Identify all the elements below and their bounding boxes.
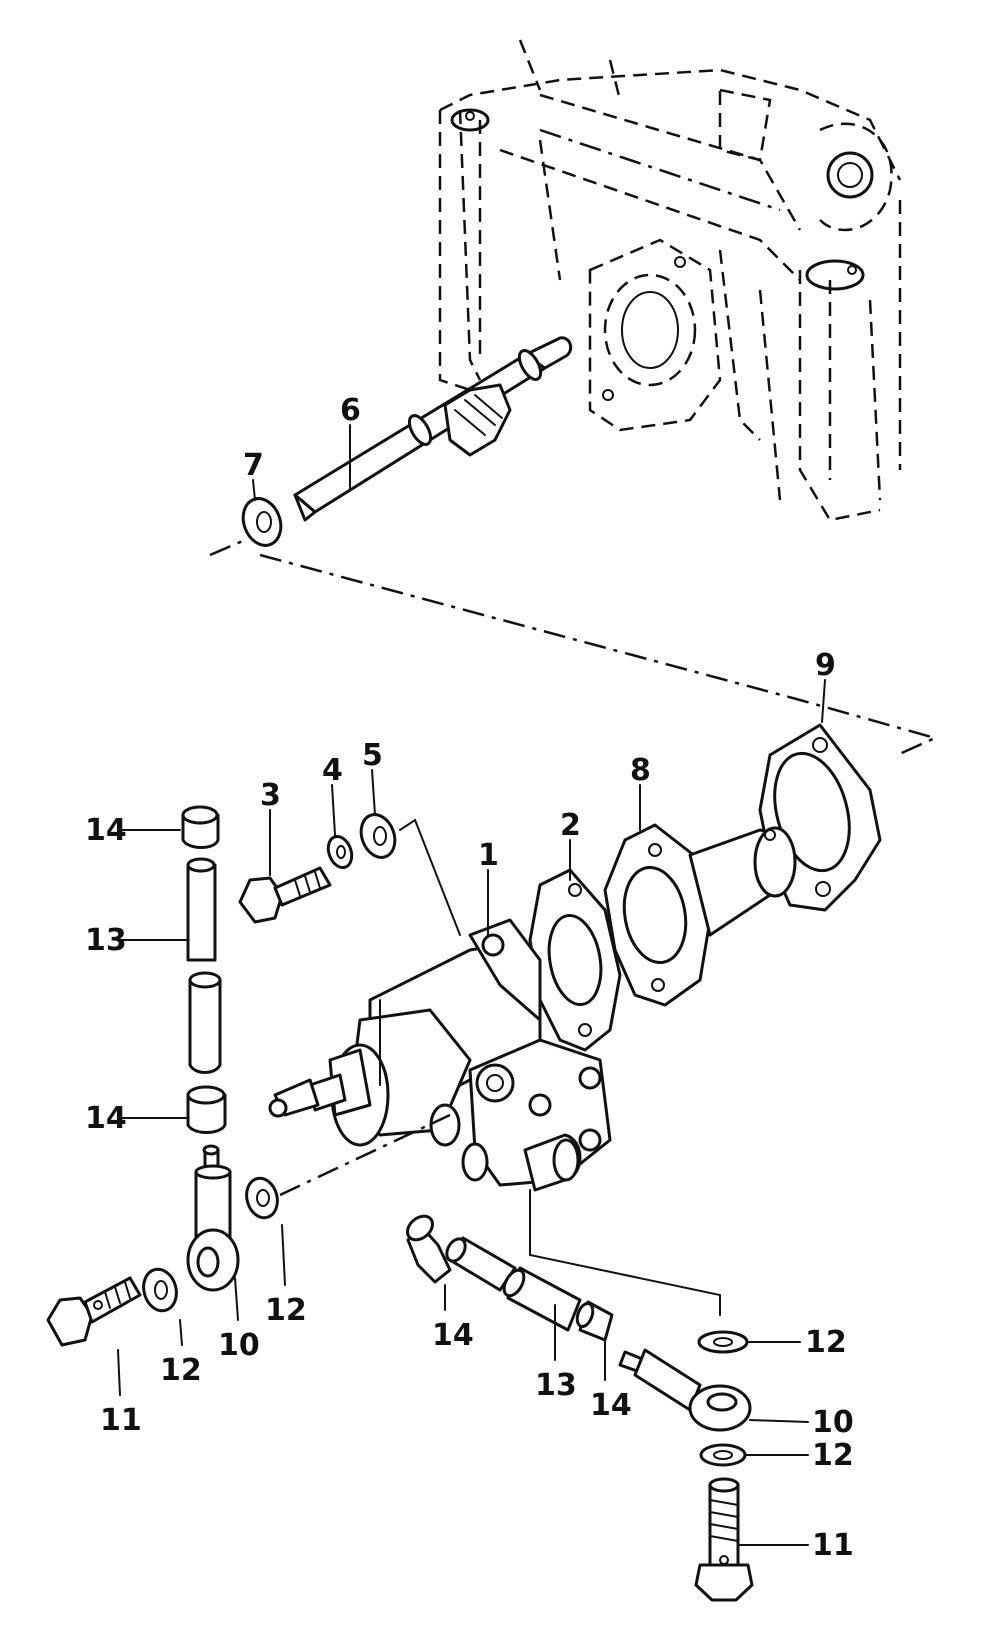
callout-8: 8 <box>630 753 651 788</box>
drive-shaft-gear <box>293 336 573 522</box>
callout-14-top: 14 <box>85 813 127 848</box>
bolt-3 <box>238 866 332 924</box>
callout-13-left: 13 <box>85 923 127 958</box>
callout-3: 3 <box>260 778 281 813</box>
callout-12-right-bottom: 12 <box>812 1438 854 1473</box>
callout-9: 9 <box>815 648 836 683</box>
banjo-fitting-right <box>618 1348 752 1432</box>
callout-14-right-a: 14 <box>432 1318 474 1353</box>
callout-5: 5 <box>362 738 383 773</box>
left-fitting-centerline <box>279 1113 451 1197</box>
washer-12-right-bottom <box>699 1443 747 1467</box>
callout-11-left: 11 <box>100 1403 142 1438</box>
right-fitting-leader <box>529 1189 721 1316</box>
callout-12-left: 12 <box>160 1353 202 1388</box>
callout-10-right: 10 <box>812 1405 854 1440</box>
lock-washer-4 <box>326 835 354 869</box>
callout-12-right-top: 12 <box>805 1325 847 1360</box>
callout-labels: 1 2 3 4 5 6 7 8 9 10 10 11 11 12 12 12 1… <box>85 393 854 1563</box>
gasket-8 <box>603 823 712 1007</box>
washer-12-right-top <box>697 1330 749 1354</box>
banjo-bolt-11-left <box>46 1276 142 1347</box>
sleeve-14-right-b <box>575 1300 614 1342</box>
callout-1: 1 <box>478 838 499 873</box>
pipe-13-left <box>186 857 222 1074</box>
washer-12-left <box>142 1267 178 1313</box>
callout-4: 4 <box>322 753 343 788</box>
gasket-2 <box>528 868 622 1052</box>
bolt-hole-guide <box>399 818 461 936</box>
banjo-fitting-left <box>186 1144 240 1292</box>
callout-14-mid: 14 <box>85 1101 127 1136</box>
engine-block-phantom <box>438 39 902 522</box>
callout-12-pump: 12 <box>265 1293 307 1328</box>
assembly-centerline <box>209 538 939 758</box>
pipe-13-right <box>445 1236 582 1332</box>
callout-14-right-b: 14 <box>590 1388 632 1423</box>
banjo-bolt-11-right <box>694 1477 754 1602</box>
sleeve-14-top <box>181 805 220 849</box>
callout-13-right: 13 <box>535 1368 577 1403</box>
callout-2: 2 <box>560 808 581 843</box>
thrust-washer <box>241 497 283 547</box>
callout-7: 7 <box>243 448 264 483</box>
oil-pump-body <box>268 918 612 1192</box>
washer-5 <box>359 813 397 859</box>
washer-12-pump <box>245 1176 279 1220</box>
callout-11-right: 11 <box>812 1528 854 1563</box>
pump-drive-nose <box>688 826 797 937</box>
leader-lines <box>117 424 826 1546</box>
callout-6: 6 <box>340 393 361 428</box>
callout-10-left: 10 <box>218 1328 260 1363</box>
sleeve-14-right-a <box>405 1214 452 1284</box>
sleeve-14-mid <box>186 1085 227 1134</box>
